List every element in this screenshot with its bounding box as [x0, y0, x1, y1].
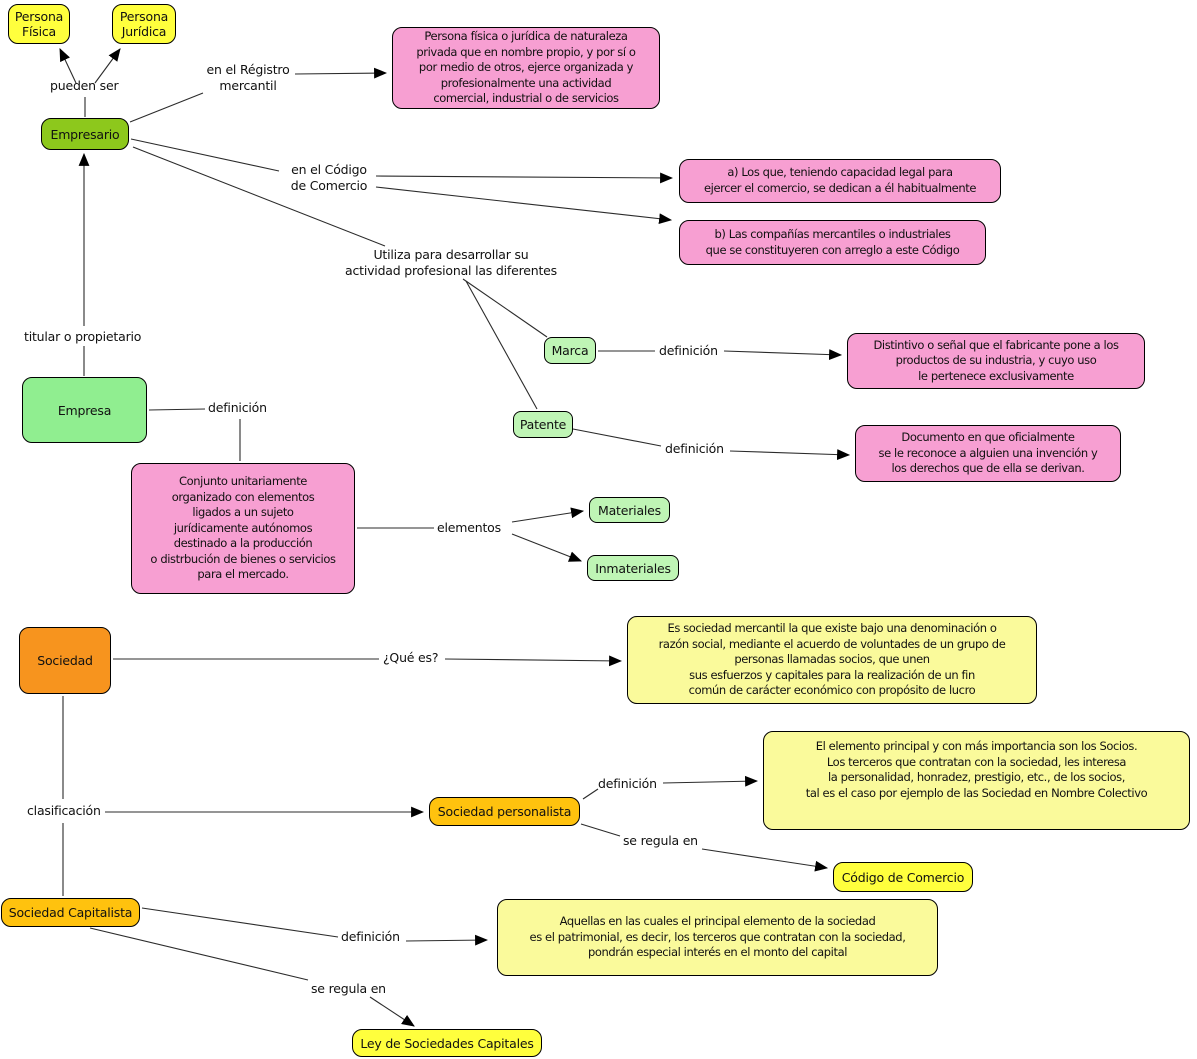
connector-empresario-utiliza: [132, 146, 386, 247]
connector-utiliza-marca: [462, 278, 548, 338]
connector-capitalista-regula: [89, 927, 309, 981]
link-label-definicion-marca: definición: [659, 343, 718, 358]
link-label-definicion-personalista: definición: [598, 776, 657, 791]
link-label-codigo-comercio: en el Código de Comercio: [290, 162, 368, 193]
node-sociedad-personalista[interactable]: Sociedad personalista: [429, 797, 580, 826]
connector-arrow-codigoa: [375, 172, 674, 184]
connector-arrow-codigocomercio: [701, 848, 829, 872]
link-label-se-regula-personalista: se regula en: [623, 833, 698, 848]
connector-arrow-personalistadef: [662, 775, 759, 787]
connector-empresario-codigo: [130, 138, 280, 172]
connector-empresario-registro: [129, 92, 204, 123]
node-inmateriales[interactable]: Inmateriales: [587, 555, 679, 581]
node-empresario[interactable]: Empresario: [41, 118, 129, 150]
node-marca-definicion[interactable]: Distintivo o señal que el fabricante pon…: [847, 333, 1145, 389]
connector-personalista-regula: [580, 823, 621, 837]
connector-patente-definicion: [572, 428, 662, 447]
link-label-clasificacion: clasificación: [27, 803, 101, 818]
node-persona-juridica[interactable]: Persona Jurídica: [112, 4, 176, 44]
connector-empresa-definicion: [148, 408, 206, 411]
node-patente[interactable]: Patente: [513, 411, 573, 438]
node-sociedad-definicion[interactable]: Es sociedad mercantil la que existe bajo…: [627, 616, 1037, 704]
link-label-registro-mercantil: en el Régistro mercantil: [206, 62, 290, 93]
connector-arrow-sociedaddef: [444, 655, 623, 667]
node-sociedad-capitalista[interactable]: Sociedad Capitalista: [1, 898, 140, 927]
node-empresa-definicion[interactable]: Conjunto unitariamente organizado con el…: [131, 463, 355, 594]
connector-personalista-definicion: [582, 788, 599, 800]
link-label-definicion-patente: definición: [665, 441, 724, 456]
connector-arrow-empresariodef: [294, 67, 388, 79]
node-empresa[interactable]: Empresa: [22, 377, 147, 443]
node-patente-definicion[interactable]: Documento en que oficialmente se le reco…: [855, 425, 1121, 482]
link-label-se-regula-capitalista: se regula en: [311, 981, 386, 996]
node-codigo-de-comercio[interactable]: Código de Comercio: [833, 862, 973, 892]
node-materiales[interactable]: Materiales: [589, 497, 670, 523]
connector-arrow-personajuridica: [94, 48, 121, 84]
node-empresario-definicion[interactable]: Persona física o jurídica de naturaleza …: [392, 27, 660, 109]
node-sociedad[interactable]: Sociedad: [19, 627, 111, 694]
node-codigo-comercio-b[interactable]: b) Las compañías mercantiles o industria…: [679, 220, 986, 265]
link-label-que-es: ¿Qué es?: [383, 650, 439, 665]
link-label-definicion-capitalista: definición: [341, 929, 400, 944]
connector-arrow-codigob: [375, 186, 673, 225]
connector-capitalista-definicion: [141, 907, 339, 938]
link-label-definicion-empresa: definición: [208, 400, 267, 415]
link-label-utiliza: Utiliza para desarrollar su actividad pr…: [345, 247, 557, 278]
connector-arrow-patentedef: [729, 449, 851, 461]
node-capitalista-definicion[interactable]: Aquellas en las cuales el principal elem…: [497, 899, 938, 976]
node-marca[interactable]: Marca: [544, 337, 596, 364]
node-persona-fisica[interactable]: Persona Física: [8, 4, 70, 44]
node-personalista-definicion[interactable]: El elemento principal y con más importan…: [763, 731, 1190, 830]
connector-arrow-ley: [369, 996, 415, 1027]
connector-arrow-personafisica: [59, 48, 77, 84]
connector-arrow-marcadef: [723, 349, 843, 361]
connector-utiliza-patente: [465, 280, 538, 410]
link-label-pueden-ser: pueden ser: [50, 78, 119, 93]
link-label-elementos: elementos: [437, 520, 501, 535]
node-codigo-comercio-a[interactable]: a) Los que, teniendo capacidad legal par…: [679, 159, 1001, 203]
link-label-titular-propietario: titular o propietario: [24, 329, 142, 344]
connector-arrow-inmateriales: [511, 533, 583, 562]
connector-arrow-materiales: [511, 507, 585, 523]
node-ley-sociedades-capitales[interactable]: Ley de Sociedades Capitales: [352, 1029, 542, 1057]
connector-arrow-capitalistadef: [405, 934, 489, 946]
